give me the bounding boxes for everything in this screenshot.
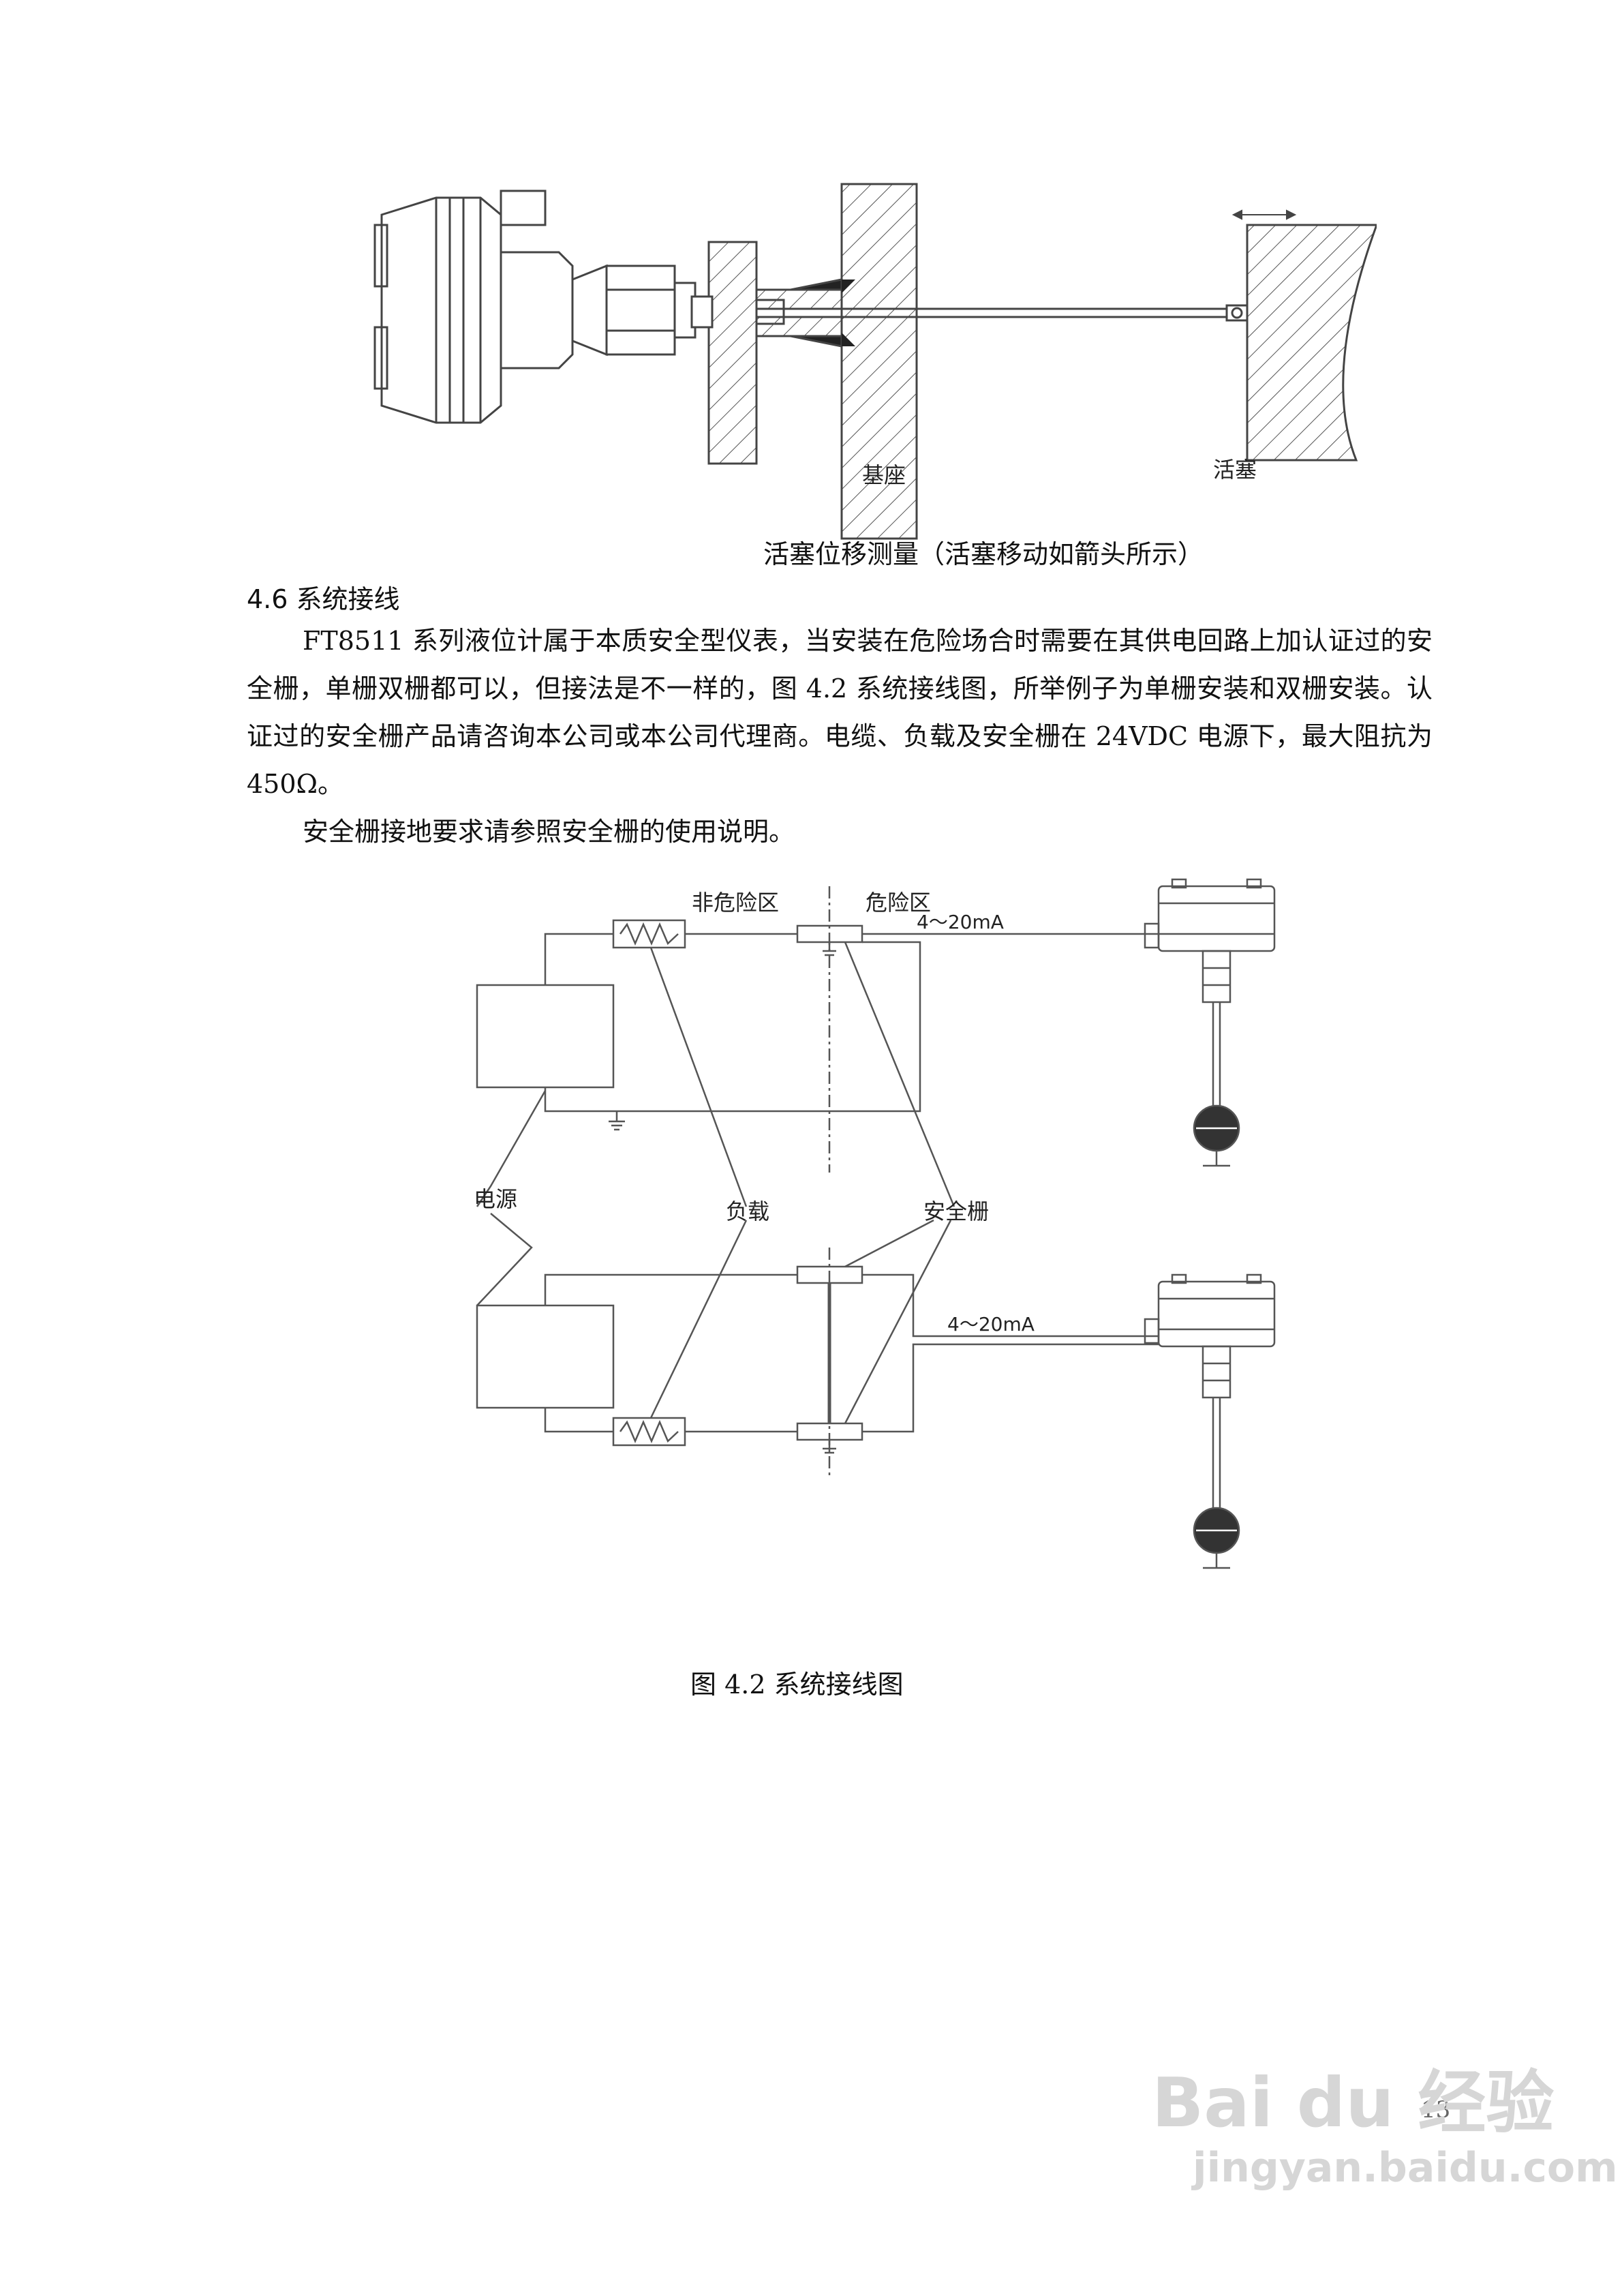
watermark: Bai du 经验 jingyan.baidu.com [1152, 2063, 1618, 2216]
power-supply-bottom [476, 1304, 615, 1409]
flange [690, 241, 785, 465]
power-supply-top [476, 984, 615, 1089]
page-number: 13 [1421, 2096, 1451, 2124]
wiring-diagram: 非危险区 危险区 4～20mA 4～20mA 电源 负载 安全栅 [474, 878, 1276, 1569]
piston-displacement-figure: 基座 活塞 [373, 183, 1377, 540]
watermark-url: jingyan.baidu.com [1193, 2144, 1618, 2192]
label-base: 基座 [862, 462, 906, 488]
figure1-caption: 活塞位移测量（活塞移动如箭头所示） [763, 539, 1204, 569]
transmitter-head [373, 190, 574, 424]
level-transmitter-bottom [1144, 1273, 1276, 1569]
label-piston: 活塞 [1213, 457, 1257, 483]
load-resistor-bottom [612, 1417, 686, 1447]
label-barrier: 安全栅 [923, 1198, 989, 1224]
resistor-zigzag-top [619, 922, 679, 946]
label-hazard-zone: 危险区 [866, 890, 931, 916]
probe-stem [572, 264, 697, 357]
paragraph-2: 安全栅接地要求请参照安全栅的使用说明。 [303, 817, 795, 847]
watermark-brand: Bai du 经验 [1152, 2063, 1555, 2143]
piston-body [1246, 224, 1377, 462]
base-wall [840, 183, 918, 540]
sleeve [755, 278, 843, 348]
label-load: 负载 [726, 1198, 769, 1224]
wire-top-upper [544, 933, 613, 985]
label-current-top: 4～20mA [917, 911, 1004, 933]
barrier-bottom-ground-icon [823, 1440, 836, 1454]
section-heading: 4.6 系统接线 [247, 584, 400, 614]
paragraph-1: FT8511 系列液位计属于本质安全型仪表，当安装在危险场合时需要在其供电回路上… [247, 626, 1433, 799]
movement-arrow-icon [1231, 209, 1297, 220]
ground-icon [609, 1111, 625, 1131]
figure2-caption: 图 4.2 系统接线图 [690, 1670, 904, 1700]
level-transmitter-top [1144, 878, 1276, 1167]
label-current-bottom: 4～20mA [947, 1313, 1035, 1335]
label-nonhazard-zone: 非危险区 [692, 890, 779, 916]
label-power: 电源 [474, 1186, 517, 1212]
load-resistor-top [612, 919, 686, 949]
